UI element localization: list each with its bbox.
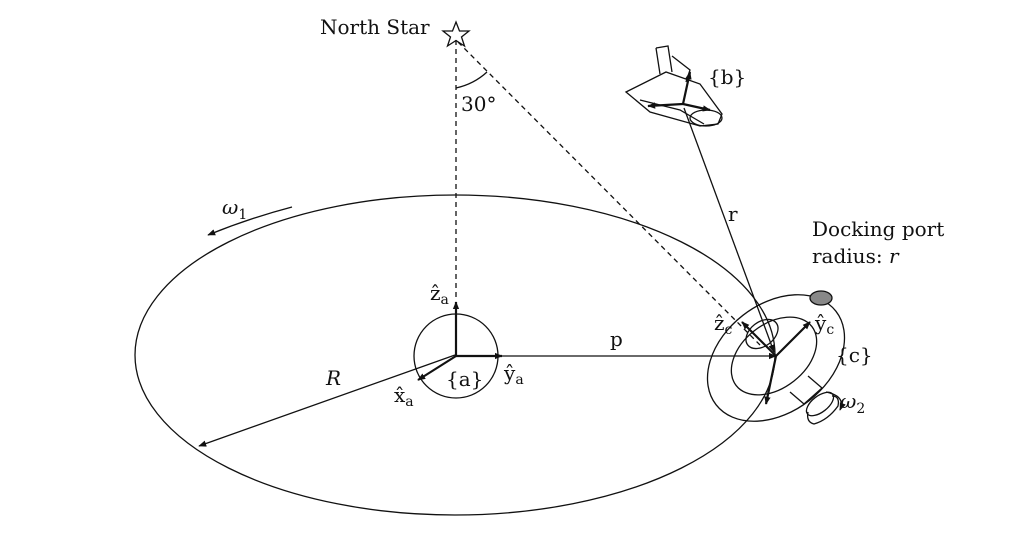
ya-label: ŷa <box>503 361 524 388</box>
radius-R-label: R <box>325 366 341 390</box>
radius-arrow <box>198 354 456 447</box>
xa-label: x̂a <box>394 383 414 410</box>
north-star-label: North Star <box>320 15 430 39</box>
north-star-icon <box>441 20 471 48</box>
zc-label: ẑc <box>714 311 733 338</box>
omega1-label: ω1 <box>222 195 247 223</box>
frame-b-label: {b} <box>708 65 746 89</box>
docking-port-marker <box>809 290 833 306</box>
vector-r-arrow <box>683 107 775 353</box>
yc-axis-arrow <box>775 321 811 357</box>
omega2-arrow <box>825 391 846 411</box>
angle-arc <box>455 71 488 89</box>
docking-port-label-line2: radius: r <box>812 244 900 268</box>
angle-label: 30° <box>461 92 496 116</box>
docking-port-label-line1: Docking port <box>812 217 944 241</box>
frame-c-label: {c} <box>836 343 873 367</box>
frame-a-label: {a} <box>446 367 483 391</box>
vector-r-label: r <box>728 202 738 226</box>
spaceship-icon <box>624 45 723 127</box>
docking-station <box>706 290 846 425</box>
vector-p-label: p <box>610 327 623 351</box>
xa-axis-arrow <box>417 355 457 381</box>
omega2-label: ω2 <box>840 389 865 417</box>
yc-label: ŷc <box>814 311 834 338</box>
za-label: ẑa <box>430 281 449 308</box>
xc-axis-arrow <box>764 355 778 405</box>
omega1-arrow <box>207 206 293 236</box>
zc-axis-arrow <box>741 321 777 357</box>
